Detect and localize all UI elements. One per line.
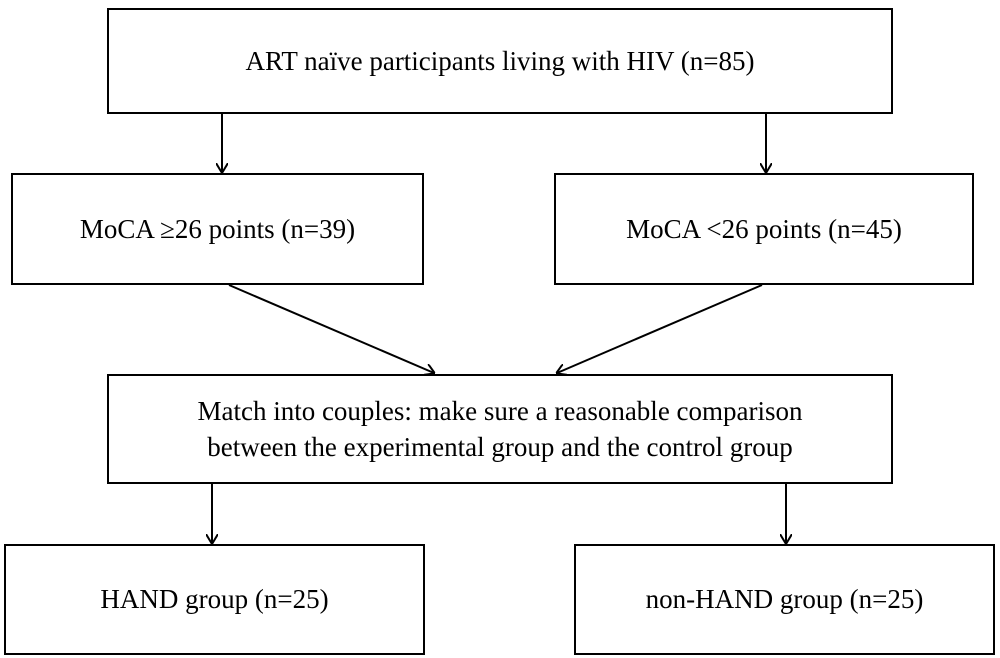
node-hand-group: HAND group (n=25) — [4, 544, 425, 655]
node-moca-lt-26-label: MoCA <26 points (n=45) — [626, 213, 902, 244]
node-non-hand-group-label: non-HAND group (n=25) — [645, 584, 924, 615]
arrow-left-to-middle — [228, 284, 434, 373]
node-art-naive-participants: ART naïve participants living with HIV (… — [107, 8, 893, 114]
node-non-hand-group: non-HAND group (n=25) — [574, 544, 995, 655]
node-moca-lt-26: MoCA <26 points (n=45) — [554, 173, 974, 285]
node-match-into-couples-text: Match into couples: make sure a reasonab… — [197, 393, 802, 466]
node-match-line-1: Match into couples: make sure a reasonab… — [197, 395, 803, 426]
node-moca-ge-26-label: MoCA ≥26 points (n=39) — [79, 213, 356, 244]
node-match-line-2: between the experimental group and the c… — [207, 432, 793, 462]
node-match-into-couples: Match into couples: make sure a reasonab… — [107, 374, 893, 484]
node-hand-group-label: HAND group (n=25) — [100, 584, 329, 615]
node-art-naive-participants-label: ART naïve participants living with HIV (… — [245, 45, 755, 76]
arrow-right-to-middle — [557, 284, 763, 373]
node-moca-ge-26: MoCA ≥26 points (n=39) — [11, 173, 424, 285]
